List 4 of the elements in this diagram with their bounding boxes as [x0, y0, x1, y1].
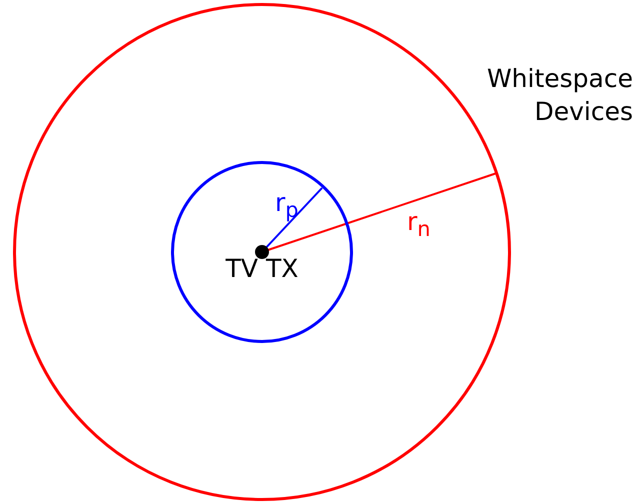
region-label: Whitespace Devices	[486, 63, 633, 128]
radius-label: r$_{n}$	[407, 207, 430, 241]
radius-label: r$_{p}$	[275, 188, 299, 222]
transmitter-label: TV TX	[224, 254, 300, 283]
